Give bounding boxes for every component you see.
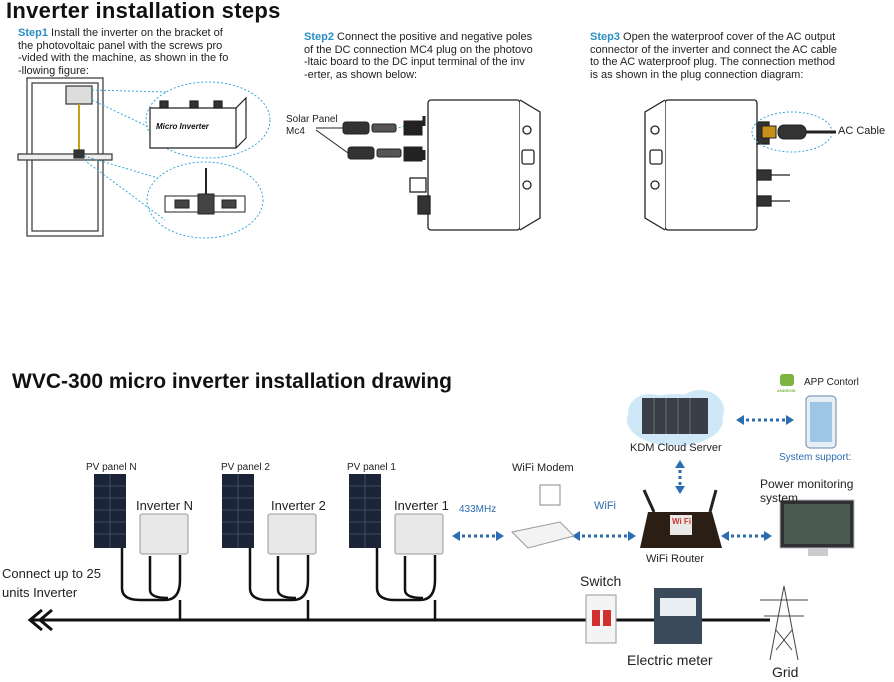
cloud-label: KDM Cloud Server — [630, 442, 722, 454]
wifi-label: WiFi — [594, 500, 616, 512]
panel-label-1: PV panel 1 — [347, 462, 396, 473]
step1-text: Step1 Install the inverter on the bracke… — [18, 27, 288, 77]
drawing-title: WVC-300 micro inverter installation draw… — [12, 370, 452, 393]
power-monitor-label: Power monitoring system — [760, 477, 854, 505]
mc4-label: Mc4 — [286, 126, 305, 137]
step3-text: Step3 Open the waterproof cover of the A… — [590, 31, 890, 81]
step2-line: -ltaic board to the DC input terminal of… — [304, 56, 525, 69]
inverter-label-2: Inverter 2 — [271, 498, 326, 513]
step1-line: -llowing figure: — [18, 64, 89, 77]
freq-label: 433MHz — [459, 504, 497, 515]
inverters — [139, 513, 444, 555]
grid-tower — [760, 585, 808, 661]
wifi-modem-label: WiFi Modem — [512, 462, 574, 474]
connect-note-line2: units Inverter — [2, 585, 78, 600]
step2-line: -erter, as shown below: — [304, 68, 418, 81]
wifi-router-device — [640, 489, 722, 548]
step3-line: is as shown in the plug connection diagr… — [590, 68, 804, 81]
step1-line: the photovoltaic panel with the screws p… — [18, 39, 223, 52]
step1-line: Install the inverter on the bracket of — [51, 27, 223, 39]
step1-panel-drawing — [17, 77, 113, 237]
panel-label-2: PV panel 2 — [221, 462, 270, 473]
step2-inverter-body — [409, 99, 541, 231]
grid-label: Grid — [772, 664, 799, 680]
step2-connectors — [315, 120, 423, 162]
step1-bracket-zoom — [164, 168, 246, 215]
micro-inverter-label: Micro Inverter — [156, 122, 210, 131]
electric-meter-device — [654, 588, 702, 644]
step3-line: Open the waterproof cover of the AC outp… — [623, 31, 836, 43]
cloud-server — [627, 390, 724, 446]
wifi-router-label: WiFi Router — [646, 553, 705, 565]
step1-number: Step1 — [18, 27, 48, 39]
pv-panels — [94, 474, 381, 548]
step1-line: -vided with the machine, as shown in the… — [18, 52, 229, 65]
switch-label: Switch — [580, 573, 622, 589]
wifi-modem-device — [510, 484, 575, 549]
app-label: APP Contorl — [804, 377, 859, 388]
step2-number: Step2 — [304, 31, 334, 43]
support-label: System support: — [779, 452, 852, 463]
switch-device — [585, 594, 617, 644]
step2-line: of the DC connection MC4 plug on the pho… — [304, 43, 533, 56]
router-badge: Wi Fi — [672, 517, 692, 526]
panel-label-n: PV panel N — [86, 462, 137, 473]
connect-note-line1: Connect up to 25 — [2, 566, 102, 581]
power-monitor-screen — [779, 499, 855, 556]
inverter-label-n: Inverter N — [136, 498, 194, 513]
step3-line: to the AC waterproof plug. The connectio… — [590, 56, 836, 69]
electric-meter-label: Electric meter — [627, 652, 713, 668]
android-icon — [780, 374, 794, 386]
ac-cable-plug — [761, 124, 836, 140]
step2-line: Connect the positive and negative poles — [337, 31, 533, 43]
step2-text: Step2 Connect the positive and negative … — [304, 31, 589, 81]
solar-panel-label: Solar Panel — [286, 114, 338, 125]
step1-inverter-zoom — [149, 96, 247, 149]
step3-number: Step3 — [590, 31, 620, 43]
steps-title: Inverter installation steps — [6, 0, 281, 23]
android-label: ANDROID — [777, 388, 796, 393]
inverter-label-1: Inverter 1 — [394, 498, 449, 513]
ac-cable-label: AC Cable — [838, 125, 886, 137]
step3-line: connector of the inverter and connect th… — [590, 43, 838, 56]
